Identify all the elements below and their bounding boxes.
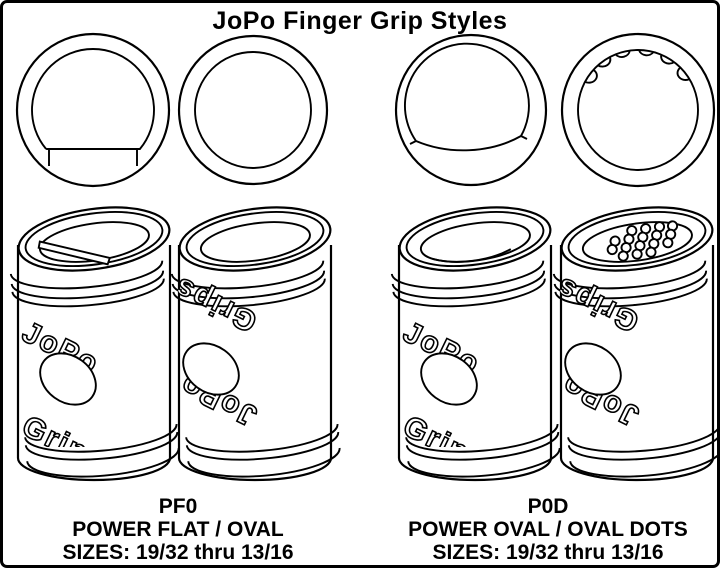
grip-rim bbox=[178, 206, 332, 272]
power-oval-side-view: JoPo Grips bbox=[390, 206, 561, 482]
grip-rim bbox=[398, 206, 552, 272]
style-label-pf0: PF0 POWER FLAT / OVAL SIZES: 19/32 thru … bbox=[28, 495, 328, 564]
oval-grip-side-view-flipped: JoPo Grips bbox=[170, 206, 341, 482]
style-sizes: SIZES: 19/32 thru 13/16 bbox=[432, 541, 664, 564]
oval-flat-hint bbox=[433, 248, 512, 263]
thumb-hole-mark bbox=[420, 352, 478, 406]
style-label-p0d: P0D POWER OVAL / OVAL DOTS SIZES: 19/32 … bbox=[398, 495, 698, 564]
flat-ledge-ticks bbox=[48, 149, 138, 166]
style-code: PF0 bbox=[158, 495, 198, 518]
oval-step-ticks bbox=[409, 135, 528, 145]
style-sizes: SIZES: 19/32 thru 13/16 bbox=[62, 541, 294, 564]
rib-grooves bbox=[9, 260, 180, 478]
grip-rim bbox=[17, 206, 171, 272]
grip-rim bbox=[560, 206, 714, 272]
page-title: JoPo Finger Grip Styles bbox=[212, 7, 508, 35]
oval-dots-top-view bbox=[560, 32, 716, 188]
style-name: POWER FLAT / OVAL bbox=[72, 518, 284, 541]
style-name: POWER OVAL / OVAL DOTS bbox=[408, 518, 688, 541]
rib-grooves bbox=[552, 260, 717, 478]
grip-line-art: JoPo Grips JoPo bbox=[9, 32, 717, 482]
style-code: P0D bbox=[527, 495, 569, 518]
oval-grip-top-view bbox=[177, 34, 329, 186]
thumb-hole-mark bbox=[39, 352, 97, 406]
flat-ledge bbox=[37, 240, 112, 266]
power-oval-top-view bbox=[394, 33, 548, 187]
dots-pattern bbox=[606, 220, 679, 262]
dots-scallops bbox=[584, 49, 690, 84]
oval-dots-side-view-flipped: JoPo Grips bbox=[552, 206, 717, 482]
flat-grip-top-view bbox=[15, 32, 171, 188]
rib-grooves bbox=[390, 260, 561, 478]
rib-grooves bbox=[170, 260, 341, 478]
thumb-hole-mark bbox=[564, 342, 622, 396]
thumb-hole-mark bbox=[182, 342, 240, 396]
flat-grip-side-view: JoPo Grips bbox=[9, 206, 180, 482]
